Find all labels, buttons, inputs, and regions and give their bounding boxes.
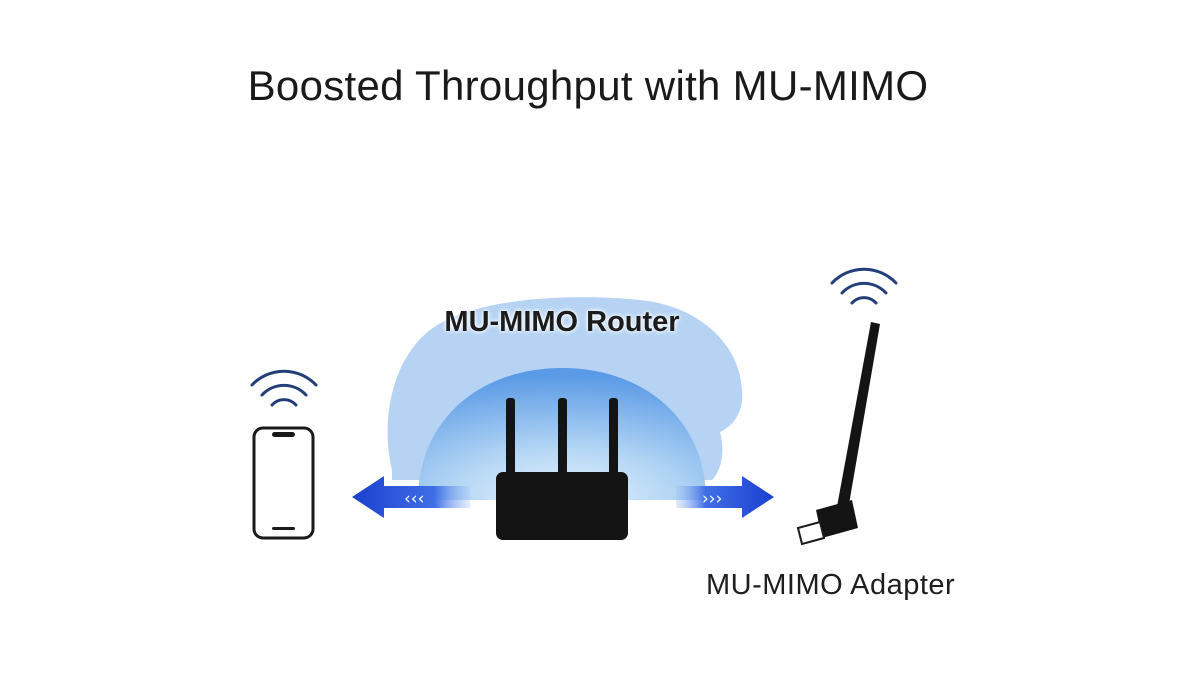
wifi-signal-icon (830, 267, 898, 305)
diagram-title: Boosted Throughput with MU-MIMO (247, 62, 929, 109)
adapter-label: MU-MIMO Adapter (706, 569, 956, 601)
smartphone-icon (252, 426, 315, 540)
router-icon (496, 398, 628, 540)
left-arrow-chevrons: ‹‹‹ (404, 489, 424, 509)
arrow-left-icon: ‹‹‹ (352, 476, 470, 518)
right-arrow-chevrons: ››› (702, 489, 722, 509)
arrow-right-icon: ››› (676, 476, 774, 518)
usb-adapter-icon (796, 322, 880, 546)
wifi-signal-icon (250, 369, 318, 407)
router-label: MU-MIMO Router (444, 306, 680, 338)
